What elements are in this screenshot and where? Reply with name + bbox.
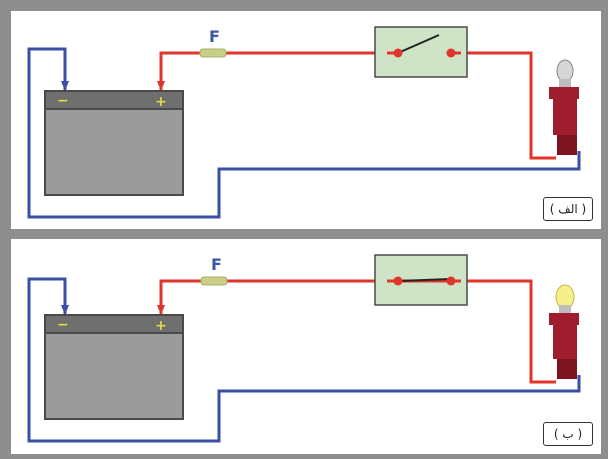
panel-a: F − +: [11, 11, 601, 229]
battery-positive-symbol: +: [155, 318, 167, 334]
battery-positive-symbol: +: [155, 94, 167, 110]
negative-wire: [27, 47, 581, 219]
positive-wire-to-switch: [159, 51, 387, 91]
battery-icon: [44, 314, 184, 420]
battery-icon: [44, 90, 184, 196]
negative-terminal-arrow: [61, 81, 69, 91]
positive-terminal-arrow: [157, 81, 165, 91]
fuse-label: F: [209, 27, 220, 46]
positive-wire-to-lamp: [461, 51, 556, 160]
panel-b: F − +: [11, 239, 601, 454]
positive-terminal-arrow: [157, 305, 165, 315]
negative-wire: [27, 277, 581, 443]
battery-negative-symbol: −: [57, 93, 69, 109]
circuit-b: F − +: [27, 254, 581, 443]
circuit-a: F − +: [27, 26, 581, 219]
lamp-icon: [549, 284, 579, 379]
switch-icon: [374, 254, 468, 306]
positive-wire: [159, 279, 556, 384]
panel-a-label: ( الف ): [543, 197, 593, 221]
fuse-icon: [200, 276, 228, 286]
fuse-icon: [199, 48, 227, 58]
switch-icon: [374, 26, 468, 78]
fuse-label: F: [211, 255, 222, 274]
lamp-icon: [549, 59, 579, 155]
panel-b-label: ( ب ): [543, 422, 593, 446]
battery-negative-symbol: −: [57, 317, 69, 333]
negative-terminal-arrow: [61, 305, 69, 315]
